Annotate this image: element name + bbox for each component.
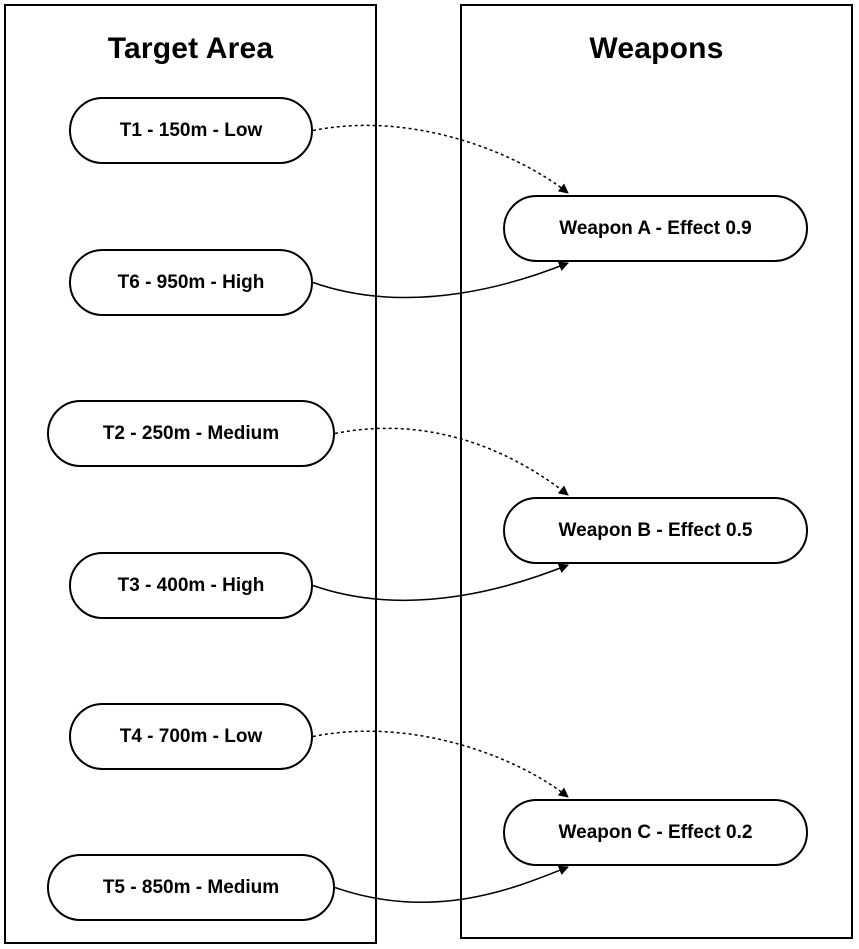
target-node-t6[interactable]: T6 - 950m - High [69, 249, 313, 316]
target-area-title: Target Area [107, 32, 274, 65]
target-node-t3[interactable]: T3 - 400m - High [69, 552, 313, 619]
weapon-node-b[interactable]: Weapon B - Effect 0.5 [503, 497, 808, 564]
weapons-title: Weapons [589, 32, 724, 65]
weapon-node-a[interactable]: Weapon A - Effect 0.9 [503, 195, 808, 262]
target-node-t1[interactable]: T1 - 150m - Low [69, 97, 313, 164]
target-node-t2[interactable]: T2 - 250m - Medium [47, 400, 335, 467]
weapon-node-c[interactable]: Weapon C - Effect 0.2 [503, 799, 808, 866]
target-node-t5[interactable]: T5 - 850m - Medium [47, 854, 335, 921]
target-node-t4[interactable]: T4 - 700m - Low [69, 703, 313, 770]
